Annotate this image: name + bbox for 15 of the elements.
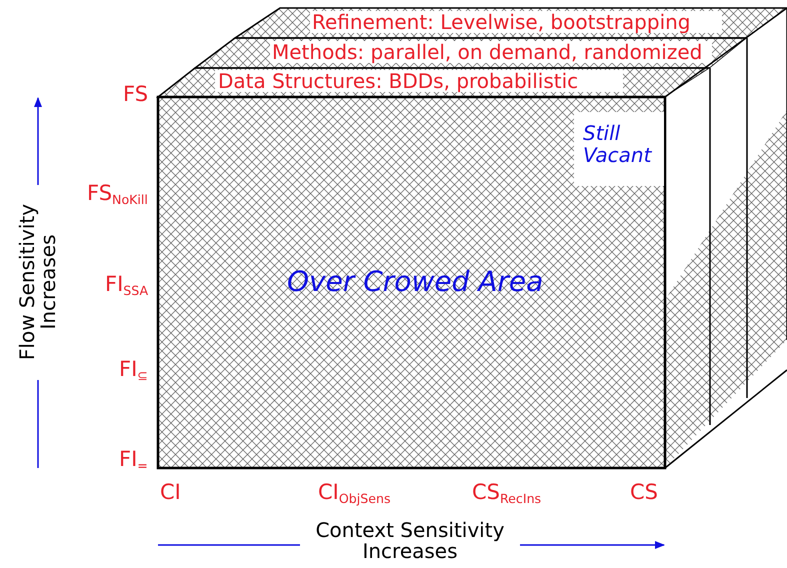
axis-tick-label: FI$_{⊆}$ <box>119 358 148 382</box>
axis-tick-label: CS$_{RecIns}$ <box>472 482 542 506</box>
axis-tick-label: FI$_{=}$ <box>119 448 148 472</box>
axis-tick-label: CI$_{ObjSens}$ <box>318 482 391 506</box>
axis-tick-label: FS <box>123 84 148 104</box>
region-label: Still Vacant <box>583 122 653 166</box>
layer-label: Refinement: Levelwise, bootstrapping <box>312 12 690 32</box>
axis-tick-label: FI$_{SSA}$ <box>105 274 148 297</box>
axis-tick-label: FS$_{NoKill}$ <box>87 182 148 206</box>
axis-tick-label: CI <box>160 482 181 503</box>
axis-title: Context Sensitivity Increases <box>314 520 506 562</box>
layer-label: Methods: parallel, on demand, randomized <box>272 42 702 62</box>
layer-label: Data Structures: BDDs, probabilistic <box>218 71 578 91</box>
axis-title: Flow Sensitivity Increases <box>17 202 59 362</box>
axis-tick-label: CS <box>630 482 658 503</box>
